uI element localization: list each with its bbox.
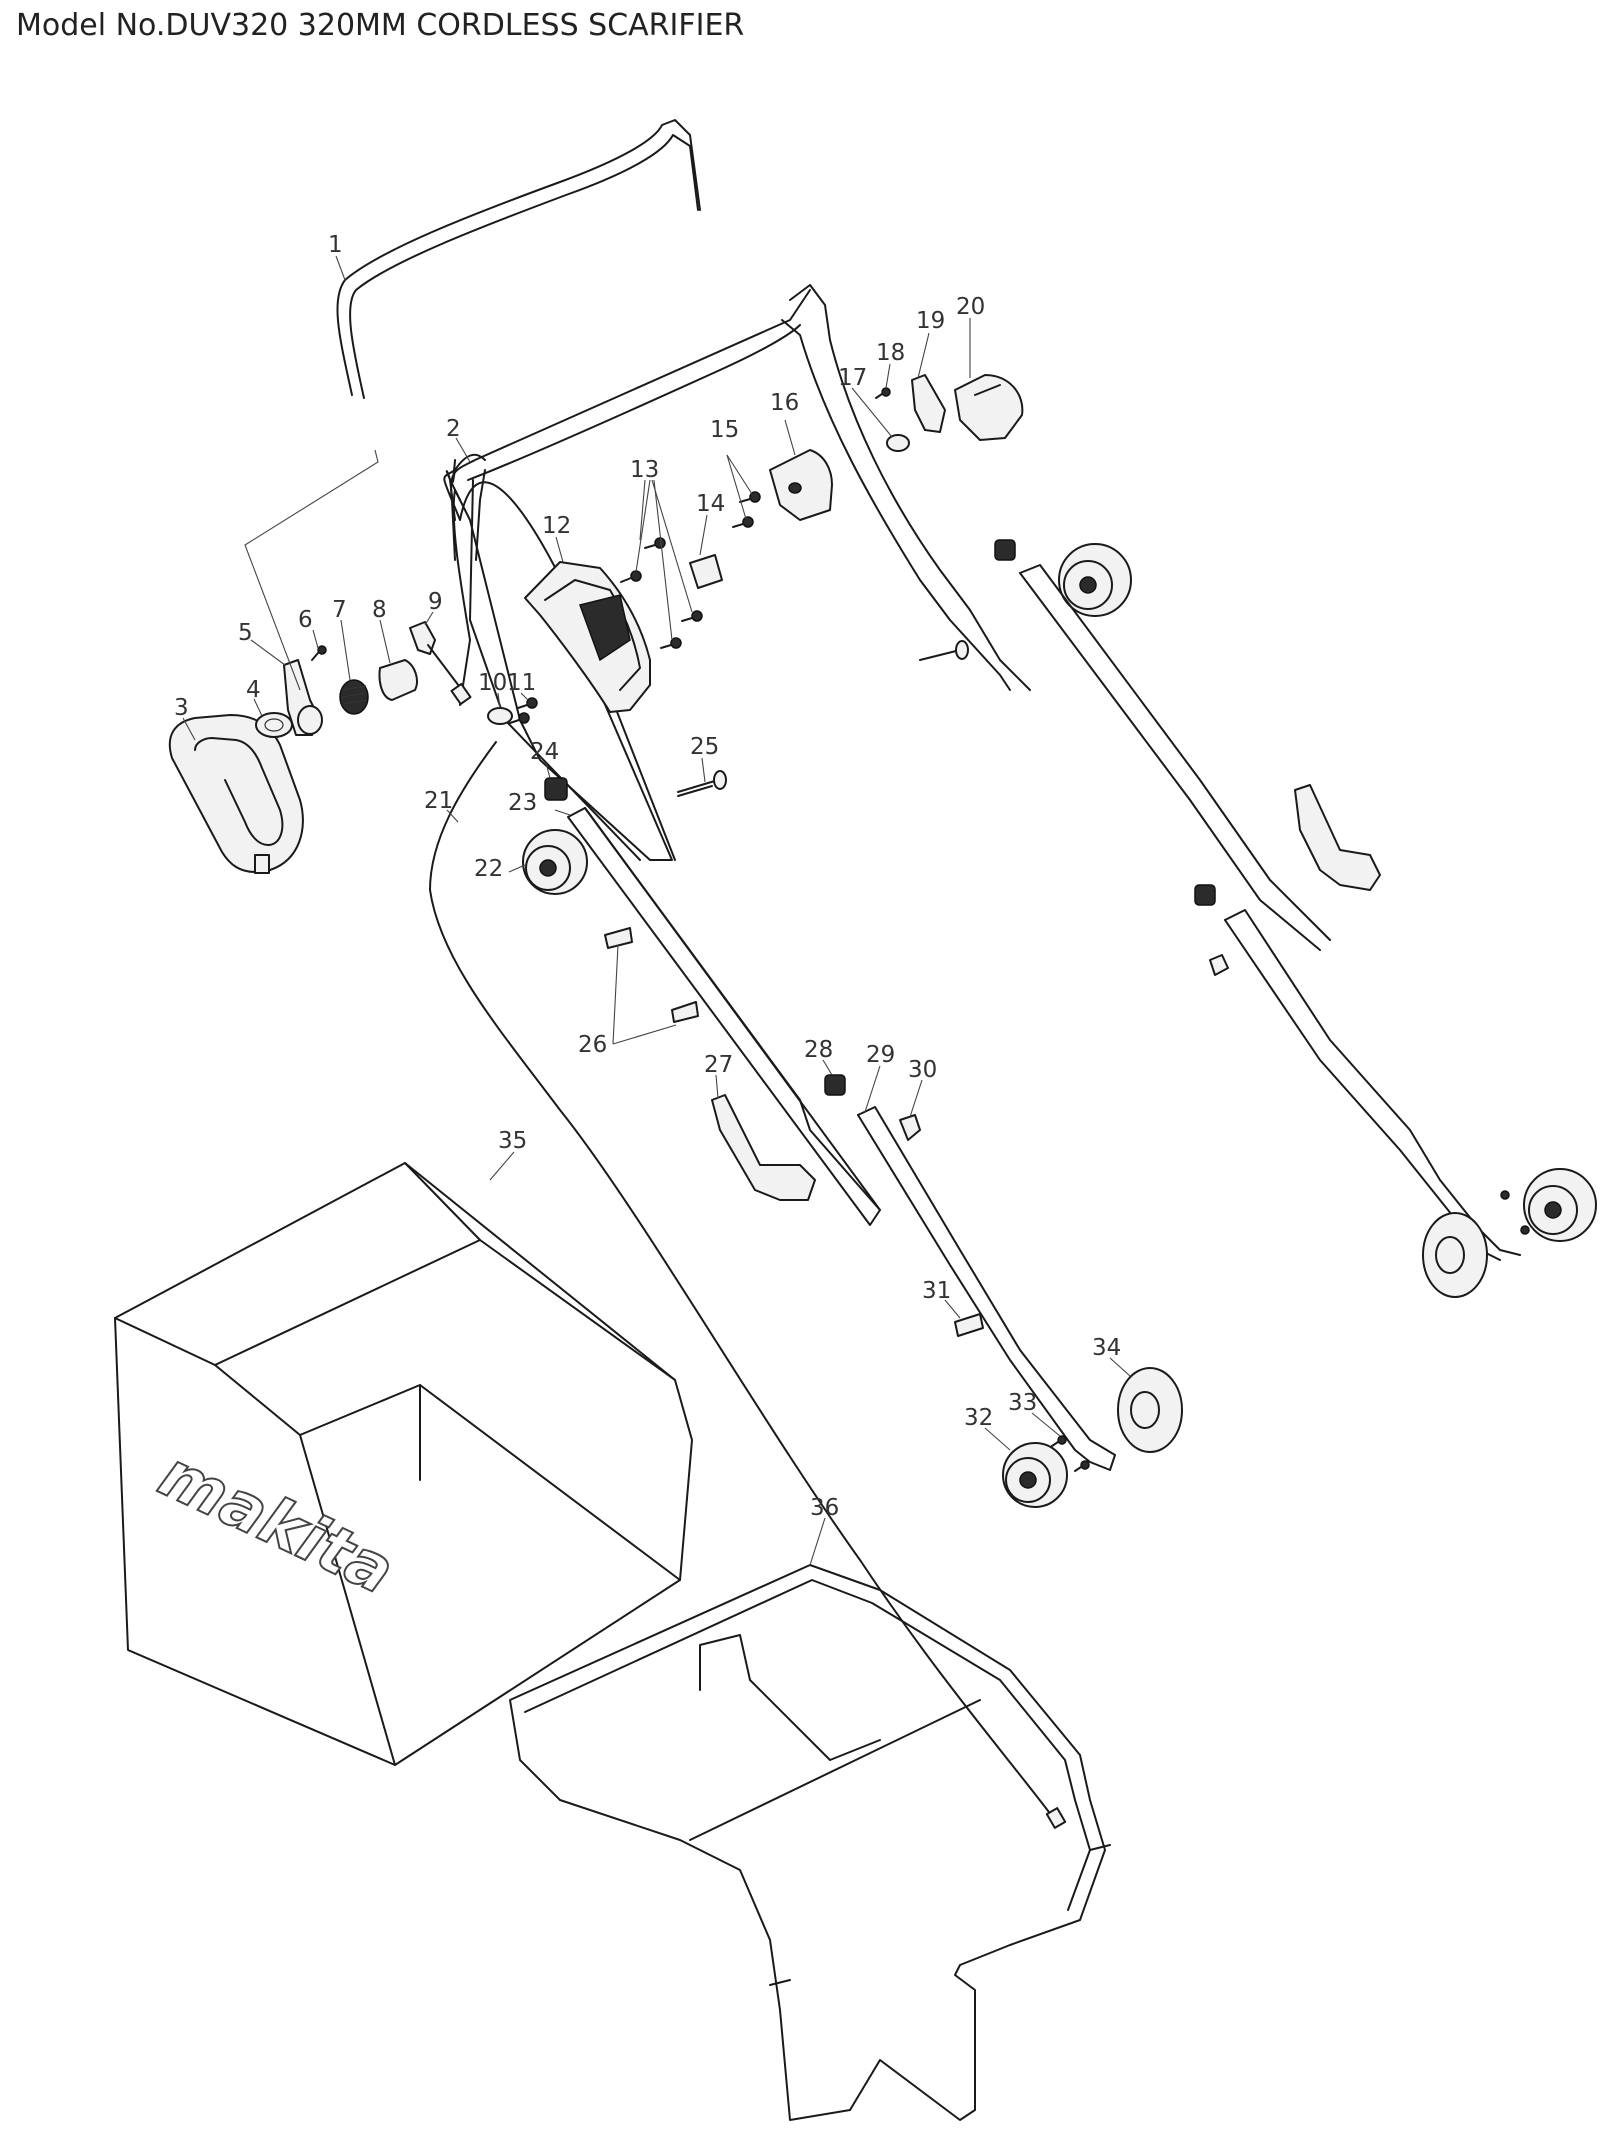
callout-10: 10 (478, 670, 507, 696)
part-25-bolt (677, 770, 727, 797)
part-30-cap (899, 1114, 921, 1141)
callout-18: 18 (876, 340, 905, 366)
part-8-switch-cap (378, 659, 418, 701)
callout-14: 14 (696, 491, 725, 517)
part-32-knob (1002, 1442, 1068, 1508)
part-19-lock-lever (911, 374, 946, 433)
part-16-cover-plate (769, 449, 833, 521)
part-22-knob (522, 829, 588, 895)
callout-28: 28 (804, 1037, 833, 1063)
callout-17: 17 (838, 365, 867, 391)
callout-22: 22 (474, 856, 503, 882)
part-11-screws (509, 697, 538, 724)
part-2-upper-handle (443, 284, 1031, 861)
part-31-nut (954, 1313, 984, 1337)
part-20-lock-knob (954, 374, 1024, 441)
part-36-bag-frame (509, 1564, 1111, 2121)
part-10-cable-clamp (487, 707, 513, 725)
callout-5: 5 (238, 620, 253, 646)
callout-8: 8 (372, 597, 387, 623)
callout-13: 13 (630, 457, 659, 483)
part-24-bushing (544, 777, 568, 801)
part-5-switch-lever (283, 659, 323, 736)
callout-6: 6 (298, 607, 313, 633)
callout-27: 27 (704, 1052, 733, 1078)
callout-7: 7 (332, 597, 347, 623)
part-12-controller-housing (524, 561, 651, 713)
callout-16: 16 (770, 390, 799, 416)
callout-36: 36 (810, 1495, 839, 1521)
page-title: Model No.DUV320 320MM CORDLESS SCARIFIER (16, 8, 745, 43)
part-29-lower-handle-right (857, 1106, 1116, 1471)
callout-26: 26 (578, 1032, 607, 1058)
callout-34: 34 (1092, 1335, 1121, 1361)
part-3-switch-housing (168, 714, 304, 874)
callout-25: 25 (690, 734, 719, 760)
brand-logo: makita (148, 1437, 404, 1609)
callout-20: 20 (956, 294, 985, 320)
part-33-screws (1051, 1435, 1090, 1472)
callout-11: 11 (507, 670, 536, 696)
callout-21: 21 (424, 788, 453, 814)
part-18-screw (875, 387, 891, 399)
part-9-cable-connector (409, 621, 472, 705)
leader-lines (182, 255, 1131, 1566)
callout-15: 15 (710, 417, 739, 443)
callout-3: 3 (174, 695, 189, 721)
part-23-lower-handle-left (567, 807, 881, 1226)
part-13-screws (620, 537, 703, 649)
part-4-spring-washer (255, 712, 293, 738)
callout-30: 30 (908, 1057, 937, 1083)
callout-31: 31 (922, 1278, 951, 1304)
part-26-nuts (604, 927, 699, 1023)
callout-4: 4 (246, 677, 261, 703)
part-21-cable (429, 741, 1067, 1829)
callout-2: 2 (446, 416, 461, 442)
callout-9: 9 (428, 589, 443, 615)
part-34-wheel-cover (1117, 1367, 1183, 1453)
part-6-screw (311, 645, 327, 661)
callout-35: 35 (498, 1128, 527, 1154)
part-7-compression-spring (339, 679, 369, 715)
callout-32: 32 (964, 1405, 993, 1431)
callout-numbers: 1 2 3 4 5 6 7 8 9 10 11 12 13 14 15 16 1… (174, 232, 1121, 1521)
callout-24: 24 (530, 739, 559, 765)
part-1-lever-bar (336, 119, 701, 399)
callout-29: 29 (866, 1042, 895, 1068)
callout-33: 33 (1008, 1390, 1037, 1416)
part-27-lever (711, 1094, 816, 1201)
part-17-clamp-ring (886, 434, 910, 452)
callout-23: 23 (508, 790, 537, 816)
part-28-bushing (824, 1074, 846, 1096)
part-14-label (689, 554, 723, 589)
right-side-assembly (919, 539, 1597, 1298)
callout-19: 19 (916, 308, 945, 334)
part-15-screws (732, 491, 761, 528)
callout-12: 12 (542, 513, 571, 539)
callout-1: 1 (328, 232, 343, 258)
